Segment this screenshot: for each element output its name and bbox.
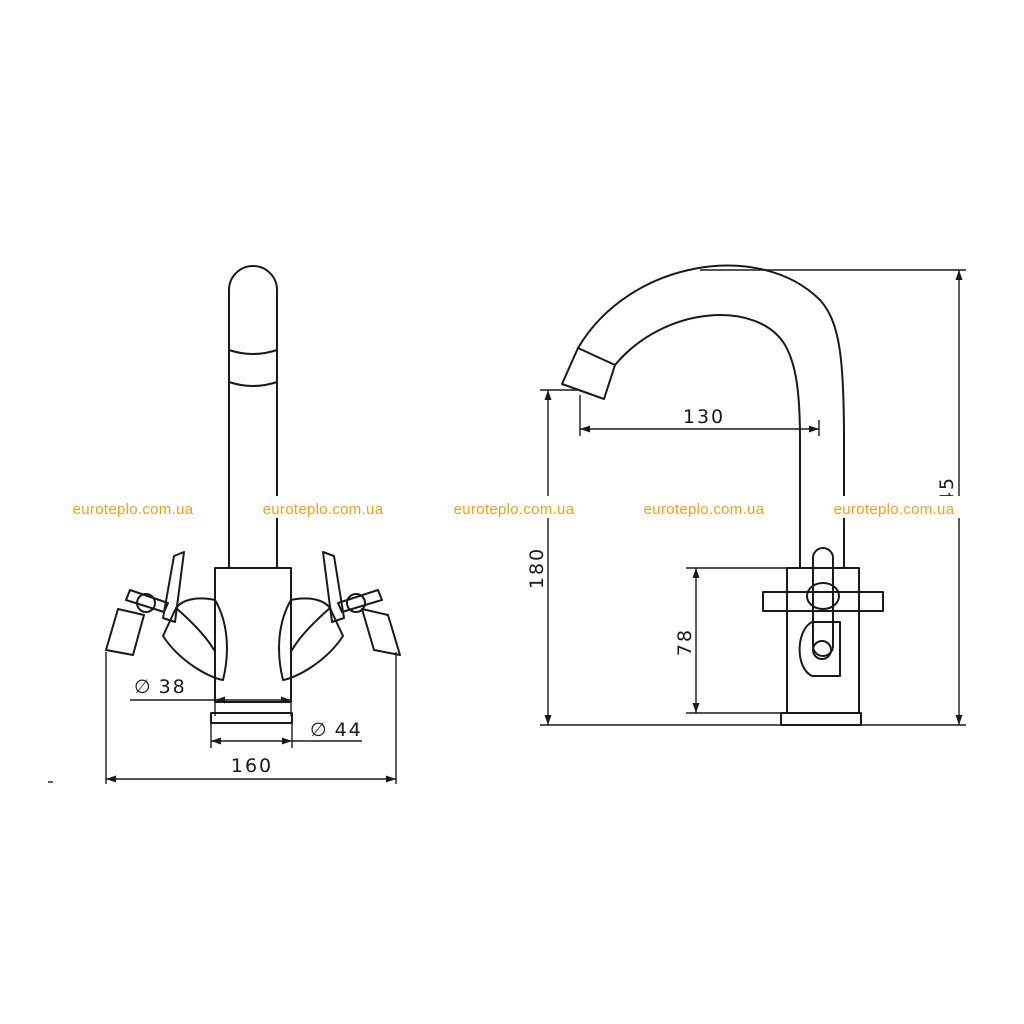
dimension-width-160: 160 (105, 652, 397, 784)
front-base-plate (210, 712, 293, 724)
watermark-text: euroteplo.com.ua (454, 501, 575, 518)
dimension-diameter-38: ∅38 (130, 676, 292, 716)
watermark-text: euroteplo.com.ua (644, 501, 765, 518)
front-left-valve-body (162, 597, 228, 681)
front-left-handle (162, 551, 185, 623)
svg-text:∅38: ∅38 (134, 676, 187, 698)
side-handle-horizontal (762, 591, 884, 612)
watermark-text: euroteplo.com.ua (263, 501, 384, 518)
front-right-handle-cap (346, 593, 366, 613)
svg-text:160: 160 (231, 755, 273, 777)
side-base-plate (780, 712, 862, 726)
dimension-diameter-44: ∅44 (210, 719, 363, 748)
front-spout-band (228, 349, 278, 387)
side-handle-hub (806, 582, 840, 610)
front-right-handle (322, 551, 345, 623)
side-spout-inner (614, 314, 801, 569)
side-handle-vertical (812, 547, 834, 657)
watermark-text: euroteplo.com.ua (834, 501, 955, 518)
side-spout-outer (577, 264, 845, 569)
front-right-valve-body (278, 597, 344, 681)
svg-text:78: 78 (674, 628, 696, 656)
dimension-height-180: 180 (526, 389, 781, 726)
watermark-text: euroteplo.com.ua (73, 501, 194, 518)
svg-text:130: 130 (683, 406, 725, 428)
dimension-height-78: 78 (674, 567, 787, 714)
dimension-reach-130: 130 (579, 395, 820, 436)
front-view: ∅38 ∅44 160 (48, 265, 401, 784)
side-spout-aerator (561, 347, 616, 400)
svg-text:180: 180 (526, 547, 548, 589)
side-valve-lever (798, 621, 841, 677)
side-view: 130 180 78 45 (526, 264, 966, 726)
front-spout-pipe (228, 265, 278, 569)
front-left-handle-cap (136, 593, 156, 613)
svg-text:∅44: ∅44 (310, 719, 363, 741)
watermark-row: euroteplo.com.ua euroteplo.com.ua eurote… (73, 496, 974, 518)
